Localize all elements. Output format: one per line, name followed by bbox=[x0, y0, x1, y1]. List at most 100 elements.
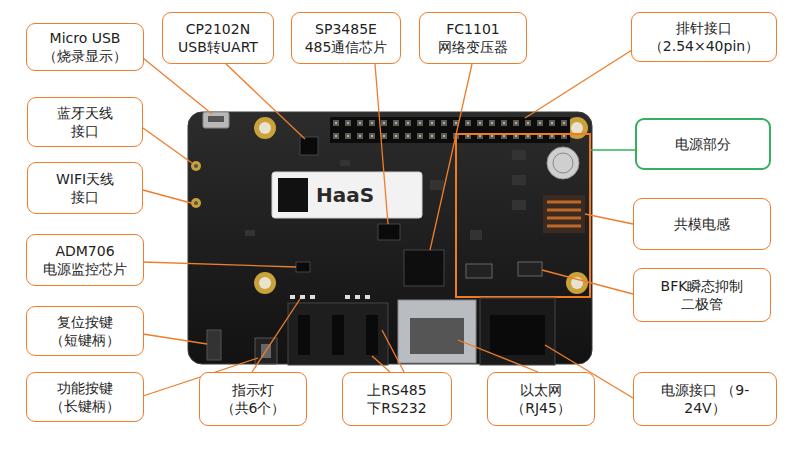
mounting-hole bbox=[571, 122, 583, 134]
callout-box: 蓝牙天线接口 bbox=[27, 97, 143, 147]
antenna-connector bbox=[194, 201, 198, 205]
callout-box: 排针接口 （2.54×40pin） bbox=[631, 12, 777, 62]
power-jack bbox=[480, 298, 555, 365]
indicator-led bbox=[310, 295, 315, 299]
serial-terminal bbox=[332, 315, 344, 355]
mounting-hole bbox=[259, 122, 271, 134]
chip bbox=[245, 230, 255, 236]
leader-line bbox=[252, 299, 300, 372]
antenna-connector bbox=[191, 161, 201, 171]
power-components bbox=[466, 264, 492, 278]
power-components bbox=[547, 225, 581, 228]
leader-line bbox=[143, 128, 192, 163]
indicator-led bbox=[365, 295, 370, 299]
callout-box: ADM706 电源监控芯片 bbox=[26, 234, 144, 286]
callout-text: 功能按键 （长键柄） bbox=[32, 379, 138, 416]
antenna-connector bbox=[194, 164, 198, 168]
pcb-board bbox=[188, 112, 592, 364]
callout-box: FC1101 网络变压器 bbox=[419, 12, 527, 64]
power-components bbox=[547, 209, 581, 212]
indicator-led bbox=[290, 295, 295, 299]
power-section-outline bbox=[456, 134, 590, 297]
push-button bbox=[207, 330, 221, 360]
callout-box: 共模电感 bbox=[633, 198, 771, 250]
callout-text: WIFI天线接口 bbox=[53, 170, 117, 207]
callout-text: 以太网 （RJ45） bbox=[493, 381, 589, 418]
power-section-outline bbox=[456, 134, 590, 297]
serial-terminal bbox=[288, 303, 388, 365]
chip bbox=[430, 180, 444, 190]
power-jack bbox=[480, 298, 555, 365]
micro-usb-port bbox=[208, 116, 224, 122]
power-components bbox=[466, 147, 585, 278]
power-components bbox=[547, 201, 581, 204]
leader-line bbox=[542, 270, 633, 294]
indicator-led bbox=[290, 295, 370, 299]
leader-line bbox=[143, 190, 191, 203]
leader-line bbox=[375, 64, 388, 224]
wifi-module bbox=[272, 172, 422, 218]
callout-box: 功能按键 （长键柄） bbox=[26, 372, 144, 422]
serial-terminal bbox=[298, 315, 310, 355]
chip bbox=[378, 224, 400, 240]
callout-text: 共模电感 bbox=[674, 215, 730, 233]
indicator-led bbox=[300, 295, 305, 299]
power-components bbox=[553, 153, 573, 173]
power-jack bbox=[490, 315, 545, 355]
callout-box: BFK瞬态抑制二极管 bbox=[633, 268, 771, 322]
callout-box: 复位按键 （短键柄） bbox=[26, 306, 144, 356]
callout-box: CP2102N USB转UART bbox=[162, 12, 274, 64]
chip bbox=[404, 250, 444, 286]
leader-line bbox=[372, 356, 390, 372]
chip bbox=[296, 262, 310, 272]
leader-line bbox=[382, 330, 404, 372]
callout-text: 排针接口 （2.54×40pin） bbox=[637, 19, 771, 56]
power-components bbox=[547, 147, 579, 179]
callout-box: SP3485E 485通信芯片 bbox=[291, 12, 401, 64]
chip bbox=[340, 160, 350, 166]
callout-text: 上RS485 下RS232 bbox=[348, 381, 446, 418]
pin-header bbox=[330, 117, 570, 143]
antenna-connector bbox=[191, 198, 201, 208]
power-components bbox=[512, 150, 526, 160]
callout-text: 复位按键 （短键柄） bbox=[32, 313, 138, 350]
section-link-line bbox=[591, 149, 635, 151]
mounting-hole bbox=[254, 117, 588, 294]
callout-box: WIFI天线接口 bbox=[27, 162, 143, 214]
callout-text: Micro USB （烧录显示） bbox=[32, 29, 138, 66]
power-components bbox=[512, 200, 526, 210]
chip bbox=[245, 137, 444, 286]
serial-terminal bbox=[288, 303, 388, 365]
callout-text: SP3485E 485通信芯片 bbox=[297, 20, 395, 57]
callout-box: 以太网 （RJ45） bbox=[487, 372, 595, 426]
pin-header bbox=[330, 117, 570, 143]
callout-text: CP2102N USB转UART bbox=[168, 20, 268, 57]
callout-box: 电源接口 （9-24V） bbox=[633, 372, 777, 426]
micro-usb-port bbox=[203, 112, 229, 128]
callout-text: 蓝牙天线接口 bbox=[53, 104, 117, 141]
callout-text: ADM706 电源监控芯片 bbox=[32, 242, 138, 279]
power-components bbox=[470, 230, 482, 240]
power-components bbox=[543, 195, 585, 233]
leader-line bbox=[143, 58, 212, 114]
section-box: 电源部分 bbox=[635, 118, 771, 170]
section-link-line bbox=[591, 149, 635, 151]
callout-text: 指示灯 （共6个） bbox=[205, 381, 301, 418]
board-print: HaaS bbox=[316, 185, 374, 205]
indicator-led bbox=[355, 295, 360, 299]
mounting-hole bbox=[566, 272, 588, 294]
pcb-board bbox=[188, 112, 592, 364]
power-components bbox=[547, 217, 581, 220]
chip bbox=[300, 137, 318, 155]
power-components bbox=[518, 262, 542, 276]
pcb-board bbox=[188, 112, 592, 364]
micro-usb-port bbox=[203, 112, 229, 128]
callout-text: 电源接口 （9-24V） bbox=[655, 381, 755, 418]
callout-text: 电源部分 bbox=[675, 135, 731, 153]
power-components bbox=[512, 175, 526, 185]
leader-line bbox=[143, 262, 296, 267]
rj45-port bbox=[398, 300, 476, 363]
leader-line bbox=[143, 334, 207, 344]
callout-text: BFK瞬态抑制二极管 bbox=[656, 277, 748, 314]
